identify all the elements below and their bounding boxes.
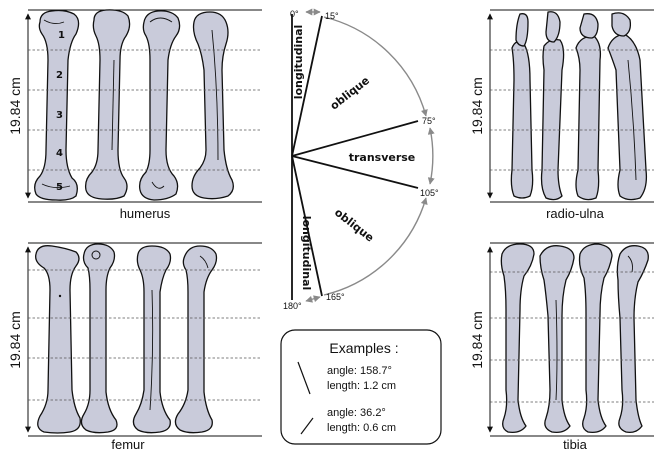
class-oblique-top: oblique bbox=[328, 74, 372, 113]
femur-bone-view-3 bbox=[133, 246, 170, 433]
femur-label: femur bbox=[111, 437, 145, 452]
example-1-angle: angle: 158.7° bbox=[327, 365, 392, 377]
radio-ulna-panel: 19.84 cm radio-ulna bbox=[469, 10, 654, 221]
femur-bone-view-2 bbox=[81, 244, 117, 433]
orientation-diagram: 0° 15° 75° 105° 165° 180° longitudinal o… bbox=[283, 9, 439, 311]
humerus-bone-view-4 bbox=[192, 12, 233, 199]
angle-label-105: 105° bbox=[420, 188, 439, 198]
humerus-segment-3: 3 bbox=[56, 110, 63, 121]
humerus-scale-label: 19.84 cm bbox=[7, 77, 23, 135]
class-oblique-bottom: oblique bbox=[332, 206, 376, 245]
radio-ulna-label: radio-ulna bbox=[546, 206, 605, 221]
tibia-panel: 19.84 cm tibia bbox=[469, 243, 654, 452]
arc-165-180 bbox=[306, 297, 320, 301]
angle-label-75: 75° bbox=[422, 116, 436, 126]
femur-panel: 19.84 cm femur bbox=[7, 243, 262, 452]
angle-label-180: 180° bbox=[283, 301, 302, 311]
radio-ulna-bone-view-4 bbox=[608, 13, 646, 200]
femur-bone-view-4 bbox=[175, 246, 216, 433]
humerus-segment-4: 4 bbox=[56, 148, 63, 159]
humerus-segment-5: 5 bbox=[56, 182, 63, 193]
radio-ulna-bone-view-2 bbox=[542, 12, 564, 200]
example-1-length: length: 1.2 cm bbox=[327, 380, 396, 392]
humerus-bone-view-1 bbox=[35, 10, 79, 200]
humerus-bone-view-3 bbox=[140, 11, 180, 200]
class-transverse: transverse bbox=[349, 151, 416, 164]
angle-label-0: 0° bbox=[290, 9, 299, 19]
tibia-scale-label: 19.84 cm bbox=[469, 311, 485, 369]
tibia-bone-view-2 bbox=[540, 246, 574, 433]
radio-ulna-scale-label: 19.84 cm bbox=[469, 77, 485, 135]
class-longitudinal-top: longitudinal bbox=[292, 25, 305, 100]
tibia-bone-view-4 bbox=[617, 246, 648, 433]
humerus-segment-2: 2 bbox=[56, 70, 63, 81]
example-2-angle: angle: 36.2° bbox=[327, 407, 386, 419]
arc-75-105 bbox=[430, 128, 433, 184]
humerus-panel: 19.84 cm 1 2 3 bbox=[7, 10, 262, 221]
humerus-bone-view-2 bbox=[86, 10, 130, 199]
example-2-length: length: 0.6 cm bbox=[327, 422, 396, 434]
femur-scale-label: 19.84 cm bbox=[7, 311, 23, 369]
tibia-label: tibia bbox=[563, 437, 588, 452]
radio-ulna-bone-view-3 bbox=[576, 14, 600, 200]
humerus-segment-1: 1 bbox=[58, 30, 65, 41]
angle-label-165: 165° bbox=[326, 292, 345, 302]
examples-box: Examples : angle: 158.7° length: 1.2 cm … bbox=[281, 330, 441, 444]
class-longitudinal-bottom: longitudinal bbox=[300, 216, 313, 291]
humerus-label: humerus bbox=[120, 206, 171, 221]
examples-title: Examples : bbox=[329, 340, 398, 356]
angle-label-15: 15° bbox=[325, 11, 339, 21]
femur-bone-view-1 bbox=[36, 246, 81, 433]
